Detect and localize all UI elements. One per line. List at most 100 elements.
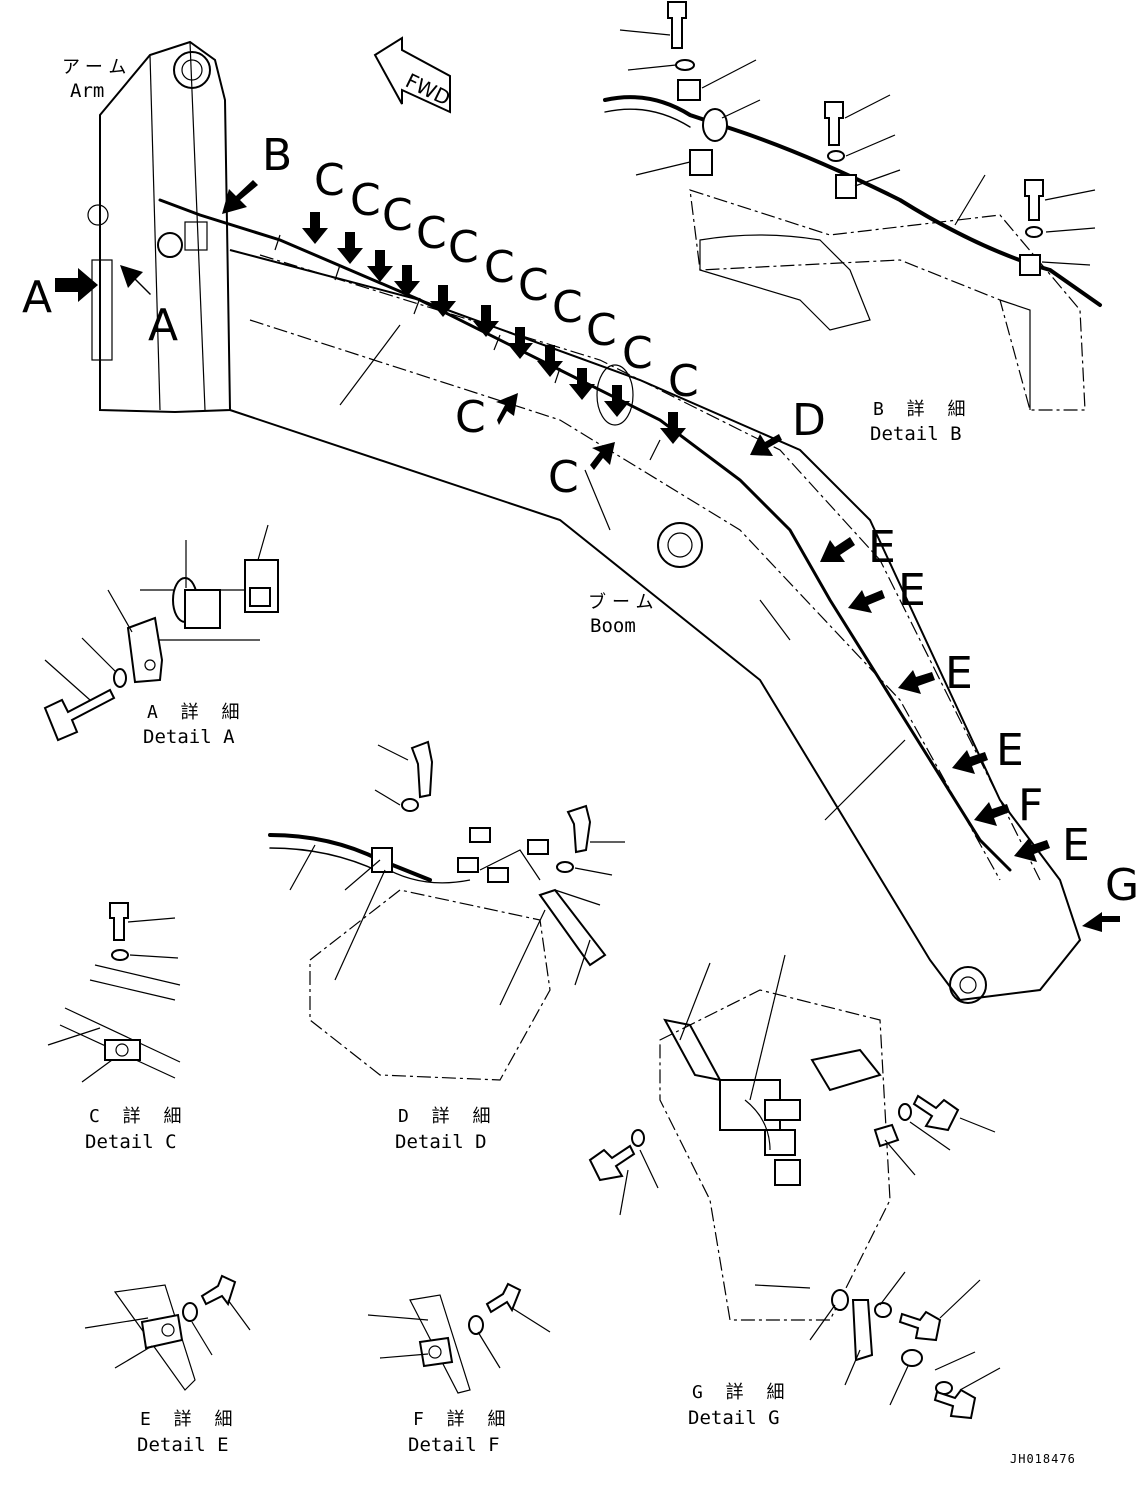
callout-arrow-icon (848, 590, 885, 613)
boom-structure (229, 249, 1082, 1004)
washer-icon (1025, 226, 1043, 238)
washer-icon (113, 668, 127, 688)
callout-letter-c: C (552, 282, 583, 333)
boom-label-en: Boom (590, 615, 636, 637)
bolt-icon (410, 740, 434, 799)
callout-arrow-icon (120, 265, 151, 295)
callout-arrow-icon (222, 180, 258, 214)
washer-icon (675, 59, 695, 71)
callout-a-2: A (120, 265, 178, 351)
arm-label-jp: アーム (62, 57, 132, 78)
detail-a-title-jp: A 詳 細 (147, 702, 246, 723)
callout-letter-c: C (586, 305, 617, 356)
detail-c: C 詳 細 Detail C (47, 902, 188, 1153)
callout-letter-c: C (455, 392, 486, 443)
callout-letter-f: F (1018, 780, 1043, 831)
washer-icon (111, 949, 129, 961)
callout-arrow-icon (590, 442, 615, 470)
callout-arrow-icon (537, 345, 563, 377)
boom-label-jp: ブーム (588, 591, 659, 613)
detail-f-title-jp: F 詳 細 (413, 1409, 512, 1430)
detail-g-title-jp: G 詳 細 (692, 1382, 791, 1403)
callout-letter-e: E (945, 648, 973, 699)
callout-letter-c: C (448, 222, 479, 273)
callout-arrow-icon (473, 305, 499, 337)
callout-letter-c: C (416, 208, 447, 259)
arm-label: アーム Arm (62, 57, 132, 102)
callout-letter-c: C (548, 452, 579, 503)
callout-arrow-icon (337, 232, 363, 264)
detail-e-title-jp: E 詳 細 (140, 1409, 239, 1430)
callout-arrow-icon (1082, 912, 1120, 932)
clamp-icon (104, 1039, 141, 1061)
callout-arrow-icon (55, 268, 98, 302)
washer-icon (182, 1302, 198, 1322)
callout-b: B (222, 130, 292, 214)
callout-letter-b: B (262, 130, 292, 181)
detail-c-title-jp: C 詳 細 (89, 1106, 188, 1127)
callout-arrow-icon (1014, 838, 1050, 862)
detail-f-title-en: Detail F (408, 1434, 500, 1456)
callout-letter-g: G (1105, 860, 1139, 911)
callout-c-series: C C C C C C C C C C C C C (302, 155, 699, 503)
bolt-icon (667, 1, 687, 49)
callout-arrow-icon (496, 393, 518, 425)
callout-arrow-icon (569, 368, 595, 400)
callout-letter-e: E (996, 725, 1024, 776)
callout-letter-c: C (314, 155, 345, 206)
callout-letter-e: E (1062, 820, 1090, 871)
callouts: A A B C C C C C C C C C C C C C (22, 130, 1139, 932)
detail-a: A 詳 細 Detail A (43, 524, 279, 748)
bolt-icon (588, 1144, 636, 1182)
callout-arrow-icon (750, 434, 782, 456)
detail-b-title-en: Detail B (870, 423, 962, 445)
washer-icon (631, 1129, 645, 1147)
callout-arrow-icon (974, 802, 1010, 826)
arm-label-en: Arm (70, 80, 104, 102)
detail-b: B 詳 細 Detail B (603, 1, 1102, 445)
callout-arrow-icon (367, 250, 393, 282)
clamp-icon (677, 79, 701, 101)
bolt-icon (898, 1310, 942, 1342)
detail-e: E 詳 細 Detail E (84, 1274, 251, 1456)
clamp-icon (835, 174, 857, 199)
clamp-icon (126, 616, 164, 684)
callout-letter-d: D (792, 395, 826, 446)
callout-letter-a: A (22, 272, 52, 323)
bolt-icon (485, 1282, 522, 1314)
callout-arrow-icon (302, 212, 328, 244)
callout-letter-c: C (484, 242, 515, 293)
washer-icon (556, 861, 574, 873)
detail-g: G 詳 細 Detail G (588, 954, 1001, 1429)
callout-letter-e: E (898, 565, 926, 616)
callout-arrow-icon (394, 265, 420, 297)
clamp-icon (1019, 254, 1041, 276)
bolt-icon (43, 688, 116, 742)
bolt-icon (933, 1388, 977, 1420)
callout-arrow-icon (820, 537, 855, 562)
callout-arrow-icon (898, 670, 935, 694)
bolt-icon (109, 902, 129, 941)
callout-letter-c: C (518, 260, 549, 311)
bolt-icon (200, 1274, 237, 1307)
callout-letter-e: E (868, 522, 896, 573)
washer-icon (874, 1302, 892, 1318)
callout-arrow-icon (604, 385, 630, 417)
arm-structure (87, 40, 232, 414)
detail-d-title-en: Detail D (395, 1131, 487, 1153)
washer-icon (401, 798, 419, 812)
detail-f: F 詳 細 Detail F (367, 1282, 551, 1456)
callout-d: D (750, 395, 826, 456)
callout-e-series: E E E E F E G (820, 522, 1139, 932)
callout-letter-c: C (382, 190, 413, 241)
washer-icon (898, 1103, 912, 1121)
bolt-icon (912, 1094, 960, 1132)
detail-d-title-jp: D 詳 細 (398, 1106, 497, 1127)
drawing-code: JH018476 (1010, 1452, 1076, 1466)
clamp-icon (689, 149, 713, 176)
callout-arrow-icon (660, 412, 686, 444)
bolt-icon (566, 804, 592, 854)
detail-a-title-en: Detail A (143, 726, 235, 748)
